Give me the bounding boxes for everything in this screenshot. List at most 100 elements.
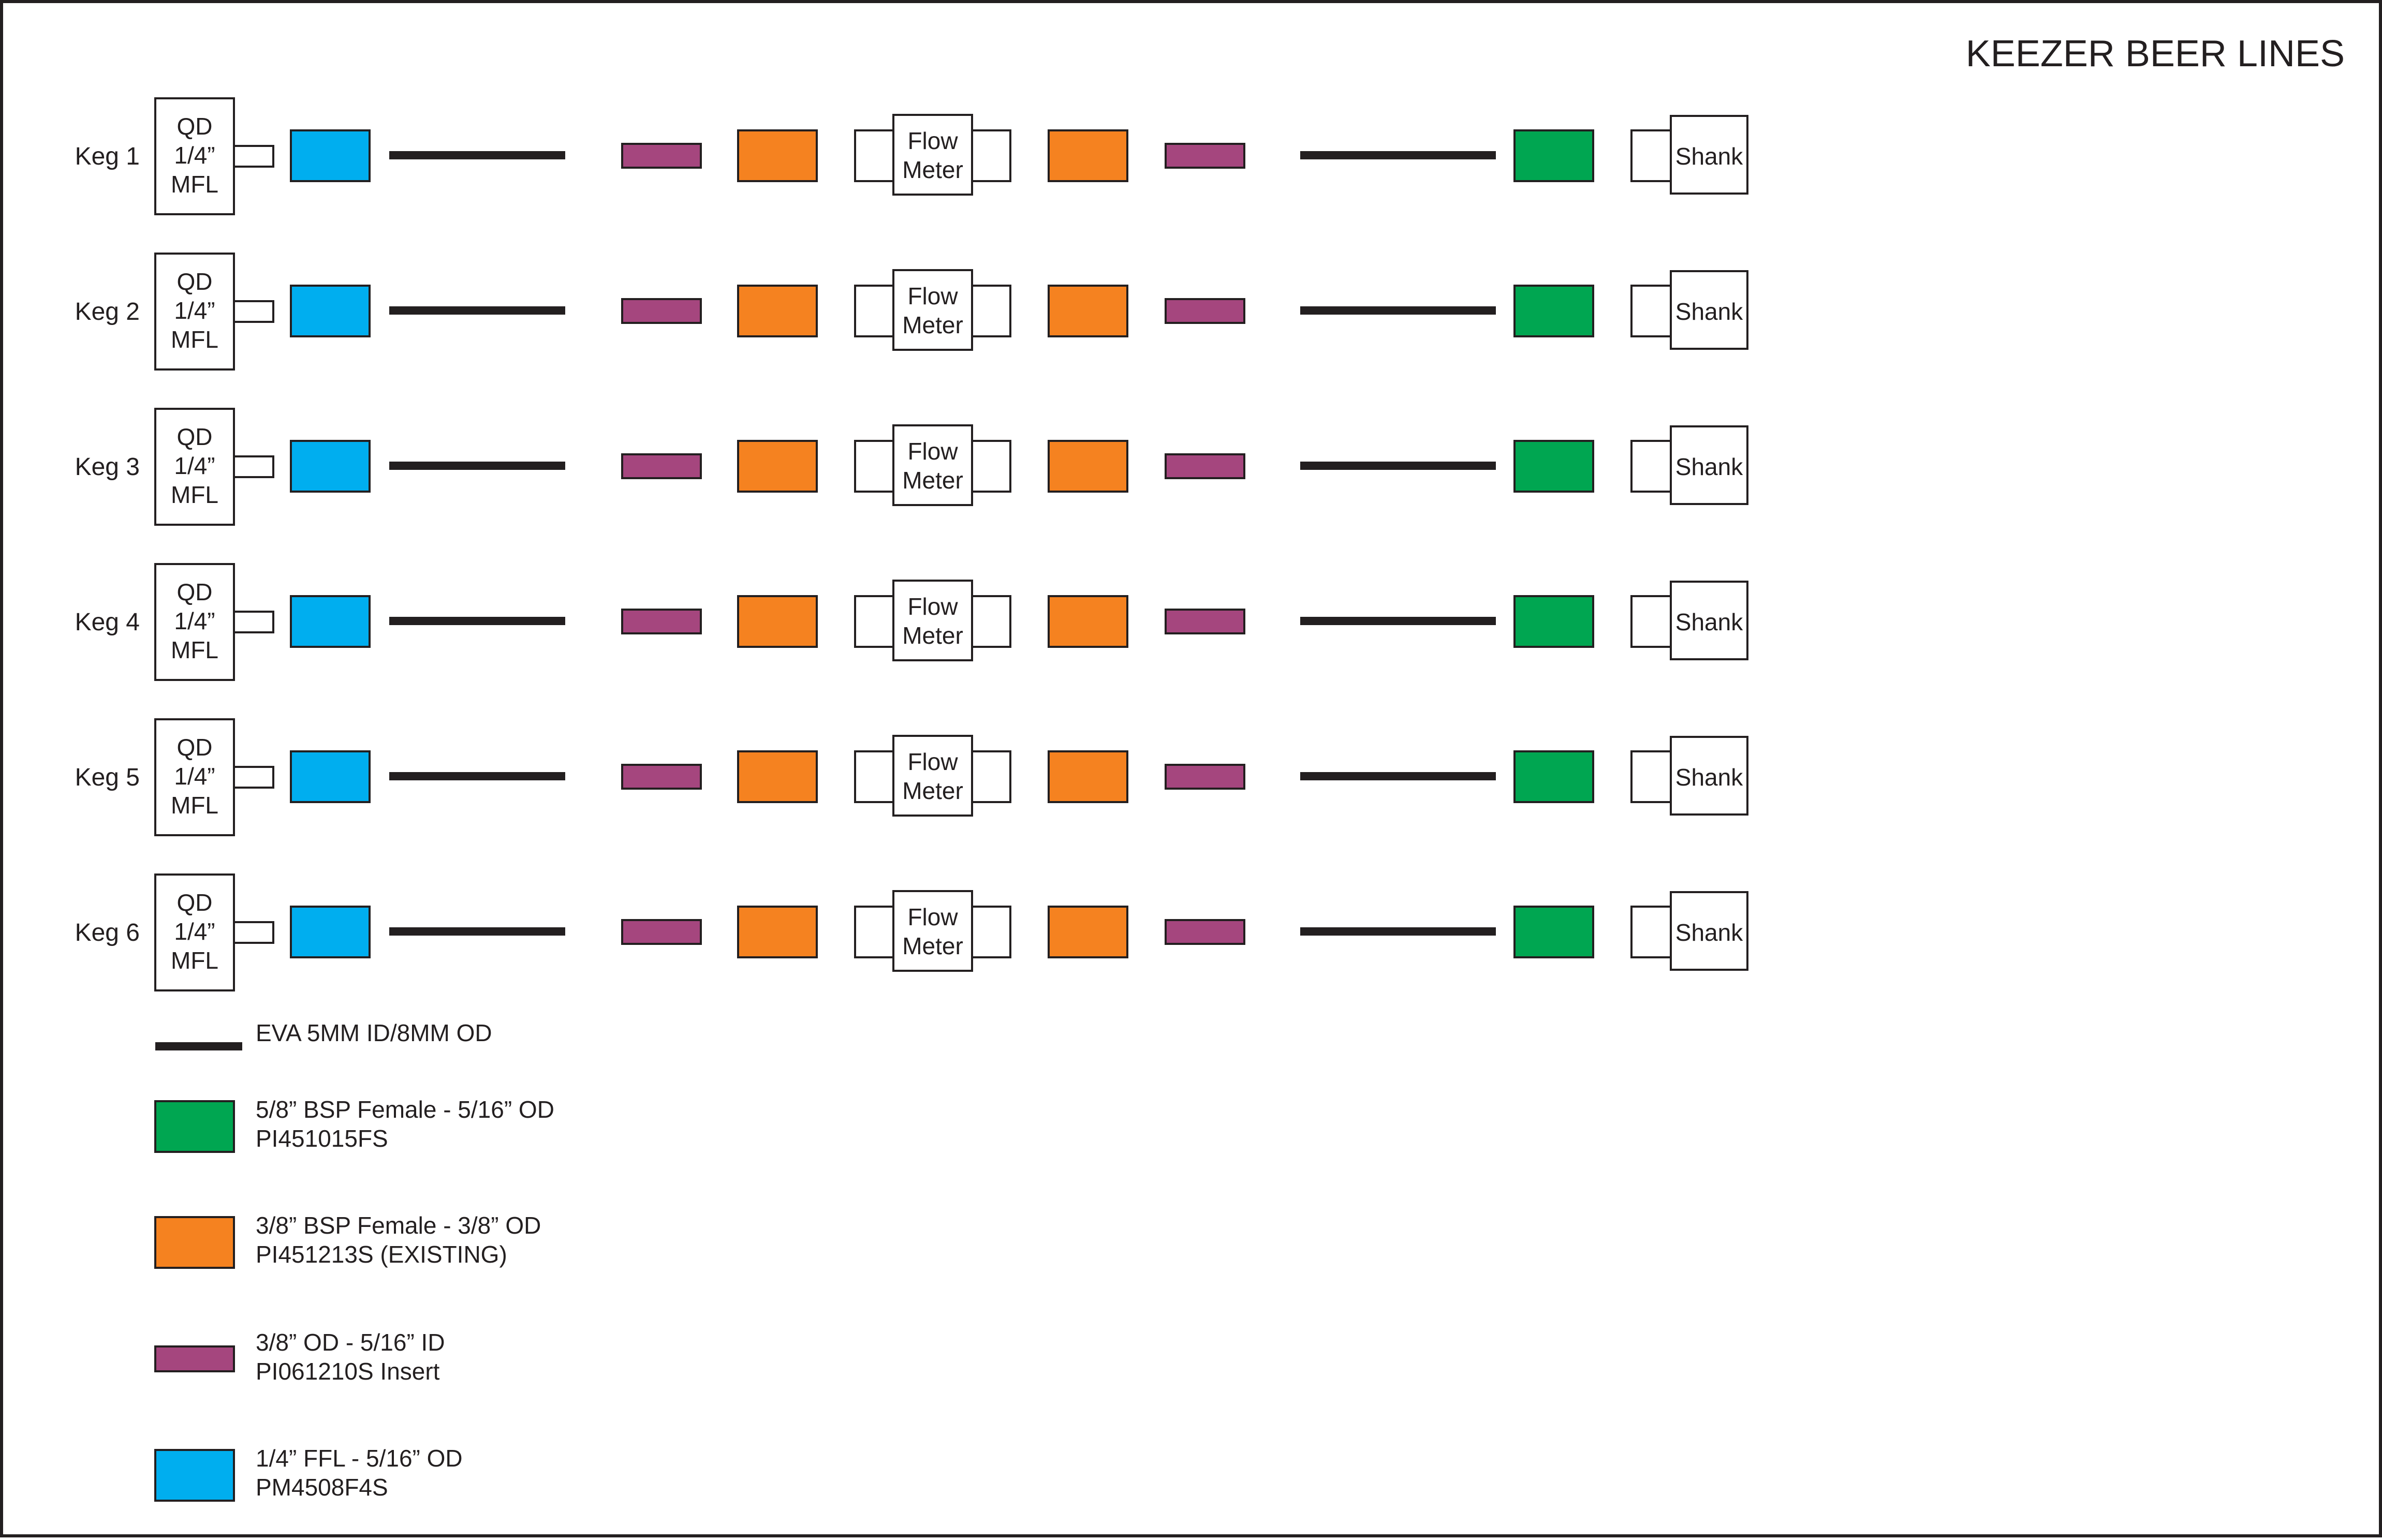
qd-box xyxy=(154,97,235,215)
ffl-fitting-blue xyxy=(290,595,371,648)
keg-label: Keg 1 xyxy=(75,143,140,170)
legend-part-number: PM4508F4S xyxy=(256,1474,388,1501)
insert-fitting-purple xyxy=(1165,298,1245,324)
legend-label: EVA 5MM ID/8MM OD xyxy=(256,1019,492,1046)
flow-meter-box xyxy=(892,735,973,817)
bsp-fitting-orange xyxy=(737,440,818,493)
qd-nipple xyxy=(233,921,274,944)
qd-type-label: MFL xyxy=(171,326,218,353)
flow-meter-label-top: Flow xyxy=(907,283,958,309)
flow-meter-label-bottom: Meter xyxy=(902,777,963,804)
qd-nipple xyxy=(233,611,274,633)
legend: EVA 5MM ID/8MM OD 5/8” BSP Female - 5/16”… xyxy=(154,1019,554,1502)
qd-box xyxy=(154,718,235,836)
flow-meter-label-bottom: Meter xyxy=(902,312,963,338)
legend-swatch xyxy=(154,1100,235,1153)
insert-fitting-purple xyxy=(621,453,702,479)
insert-fitting-purple xyxy=(1165,919,1245,945)
bsp-fitting-green xyxy=(1513,750,1594,803)
shank-label: Shank xyxy=(1675,764,1743,791)
qd-label: QD xyxy=(177,734,213,761)
shank-label: Shank xyxy=(1675,453,1743,480)
bsp-fitting-green xyxy=(1513,129,1594,182)
insert-fitting-purple xyxy=(621,609,702,634)
legend-label: 5/8” BSP Female - 5/16” OD xyxy=(256,1096,554,1123)
flow-meter-box xyxy=(892,580,973,661)
bsp-fitting-orange xyxy=(1048,285,1128,337)
qd-size-label: 1/4” xyxy=(174,297,215,324)
keg-label: Keg 2 xyxy=(75,298,140,325)
bsp-fitting-green xyxy=(1513,595,1594,648)
shank-box xyxy=(1670,425,1748,505)
qd-size-label: 1/4” xyxy=(174,452,215,479)
qd-size-label: 1/4” xyxy=(174,608,215,634)
shank-box xyxy=(1670,115,1748,195)
legend-swatch xyxy=(154,1449,235,1502)
legend-label: 3/8” BSP Female - 3/8” OD xyxy=(256,1212,541,1239)
legend-label: 1/4” FFL - 5/16” OD xyxy=(256,1445,463,1472)
flow-meter-label-top: Flow xyxy=(907,904,958,930)
flow-meter-box xyxy=(892,114,973,196)
qd-type-label: MFL xyxy=(171,171,218,198)
flow-meter-label-top: Flow xyxy=(907,593,958,620)
bsp-fitting-orange xyxy=(737,750,818,803)
flow-meter-label-bottom: Meter xyxy=(902,622,963,649)
insert-fitting-purple xyxy=(1165,143,1245,169)
insert-fitting-purple xyxy=(621,919,702,945)
shank-label: Shank xyxy=(1675,143,1743,170)
bsp-fitting-orange xyxy=(1048,750,1128,803)
ffl-fitting-blue xyxy=(290,440,371,493)
shank-box xyxy=(1670,270,1748,350)
bsp-fitting-orange xyxy=(737,285,818,337)
shank-box xyxy=(1670,891,1748,971)
bsp-fitting-green xyxy=(1513,285,1594,337)
qd-type-label: MFL xyxy=(171,636,218,663)
qd-nipple xyxy=(233,300,274,323)
ffl-fitting-blue xyxy=(290,129,371,182)
legend-part-number: PI061210S Insert xyxy=(256,1358,440,1385)
qd-box xyxy=(154,873,235,991)
bsp-fitting-orange xyxy=(1048,129,1128,182)
bsp-fitting-orange xyxy=(1048,440,1128,493)
bsp-fitting-orange xyxy=(1048,595,1128,648)
keg-label: Keg 5 xyxy=(75,764,140,791)
legend-swatch xyxy=(154,1345,235,1372)
insert-fitting-purple xyxy=(1165,609,1245,634)
flow-meter-label-top: Flow xyxy=(907,438,958,465)
shank-box xyxy=(1670,736,1748,816)
legend-item: EVA 5MM ID/8MM OD xyxy=(155,1019,492,1050)
ffl-fitting-blue xyxy=(290,906,371,958)
qd-label: QD xyxy=(177,113,213,140)
legend-part-number: PI451015FS xyxy=(256,1125,388,1152)
qd-nipple xyxy=(233,766,274,789)
qd-label: QD xyxy=(177,268,213,295)
bsp-fitting-orange xyxy=(737,595,818,648)
ffl-fitting-blue xyxy=(290,750,371,803)
flow-meter-box xyxy=(892,269,973,351)
shank-label: Shank xyxy=(1675,609,1743,635)
qd-size-label: 1/4” xyxy=(174,142,215,169)
qd-type-label: MFL xyxy=(171,481,218,508)
qd-nipple xyxy=(233,455,274,478)
qd-label: QD xyxy=(177,423,213,450)
flow-meter-label-bottom: Meter xyxy=(902,932,963,959)
qd-type-label: MFL xyxy=(171,792,218,819)
bsp-fitting-green xyxy=(1513,906,1594,958)
qd-type-label: MFL xyxy=(171,947,218,974)
insert-fitting-purple xyxy=(621,143,702,169)
qd-nipple xyxy=(233,145,274,168)
diagram-title: KEEZER BEER LINES xyxy=(1966,33,2345,75)
keg-label: Keg 4 xyxy=(75,609,140,636)
insert-fitting-purple xyxy=(1165,453,1245,479)
